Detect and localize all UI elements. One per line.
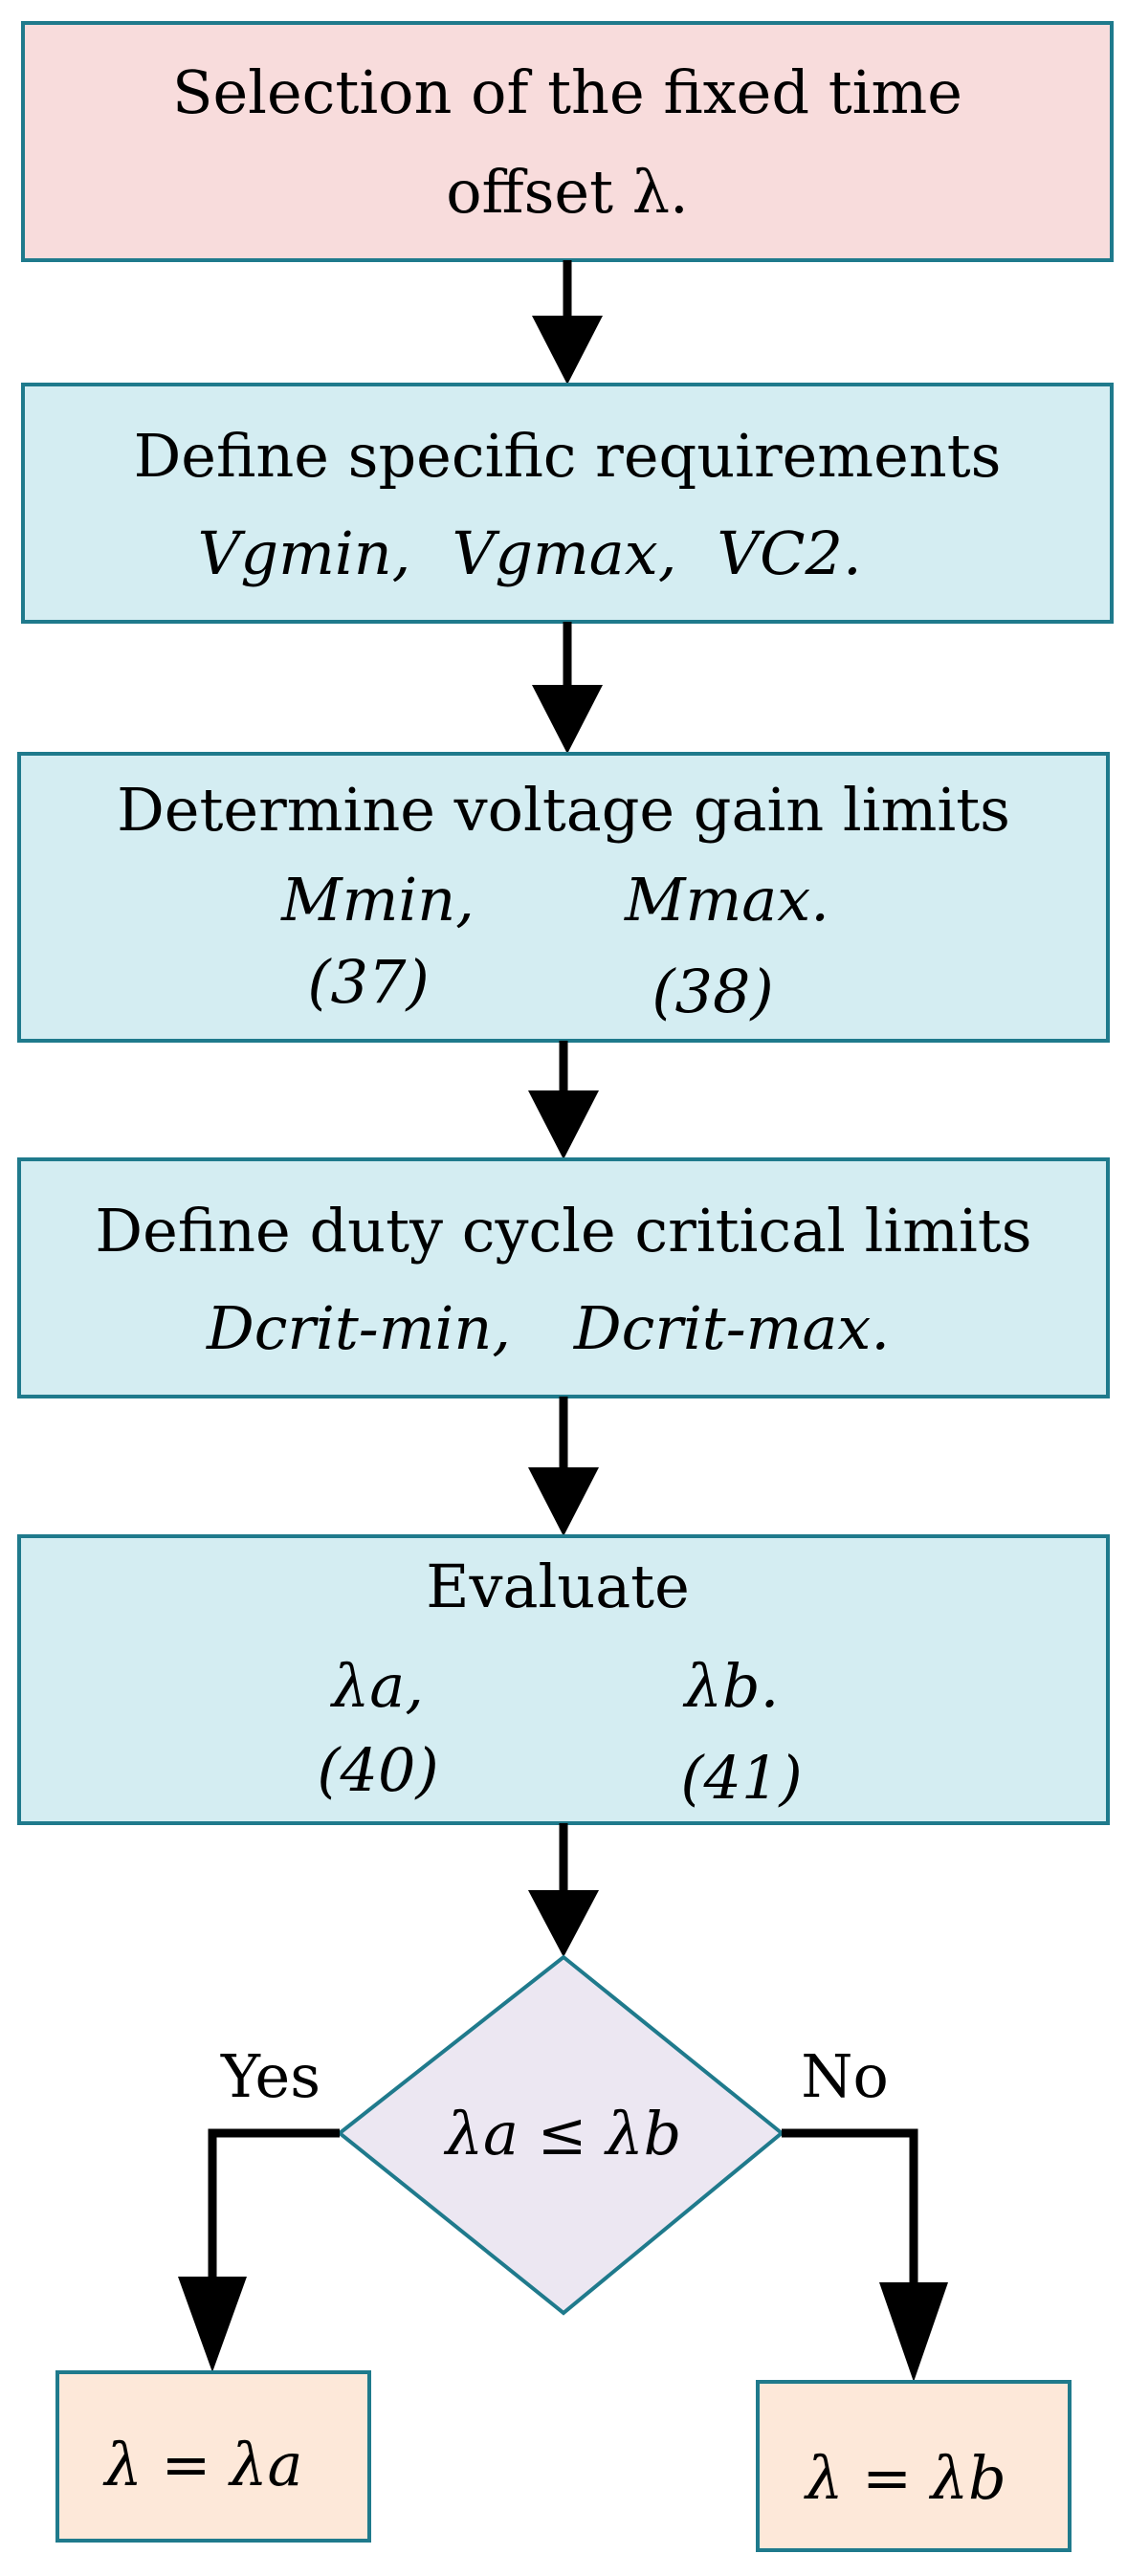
start-box [21,21,1114,262]
yes-label: Yes [220,2041,320,2111]
duty-var-dcrit-max: Dcrit-max. [573,1293,890,1363]
duty-cycle-title: Define duty cycle critical limits [95,1196,1031,1266]
voltage-gain-title: Determine voltage gain limits [117,775,1010,845]
requirements-title: Define specific requirements [134,421,1002,491]
requirement-var-vgmax: Vgmax, [453,518,677,588]
no-label: No [801,2041,889,2111]
start-box-line2: offset λ. [446,157,689,227]
arrow-4 [528,1397,599,1536]
requirements-box [21,383,1114,624]
no-result-box [756,2380,1072,2552]
duty-cycle-box [17,1157,1110,1398]
gain-var-mmax: Mmax. [624,865,829,935]
no-branch-arrow [782,2128,948,2382]
evaluate-ref-41: (41) [680,1743,802,1813]
evaluate-var-lambda-a: λa, [329,1651,424,1721]
requirement-var-vgmin: Vgmin, [198,518,411,588]
decision-diamond [336,1954,785,2316]
no-result: λ = λb [803,2443,1006,2513]
gain-ref-38: (38) [652,957,773,1026]
decision-condition: λa ≤ λb [443,2099,682,2169]
evaluate-title: Evaluate [426,1552,690,1621]
yes-result-box [55,2370,371,2543]
gain-ref-37: (37) [307,947,429,1017]
duty-var-dcrit-min: Dcrit-min, [206,1293,511,1363]
evaluate-ref-40: (40) [317,1735,438,1805]
voltage-gain-box [17,752,1110,1043]
arrow-3 [528,1041,599,1159]
arrow-5 [528,1823,599,1957]
requirement-var-vc2: VC2. [717,518,861,588]
evaluate-var-lambda-b: λb. [682,1651,780,1721]
gain-var-mmin: Mmin, [280,865,475,935]
yes-branch-arrow [178,2128,340,2372]
start-box-line1: Selection of the fixed time [172,57,962,127]
yes-result: λ = λa [102,2430,303,2499]
arrow-1 [532,260,603,385]
arrow-2 [532,622,603,754]
evaluate-box [17,1534,1110,1825]
